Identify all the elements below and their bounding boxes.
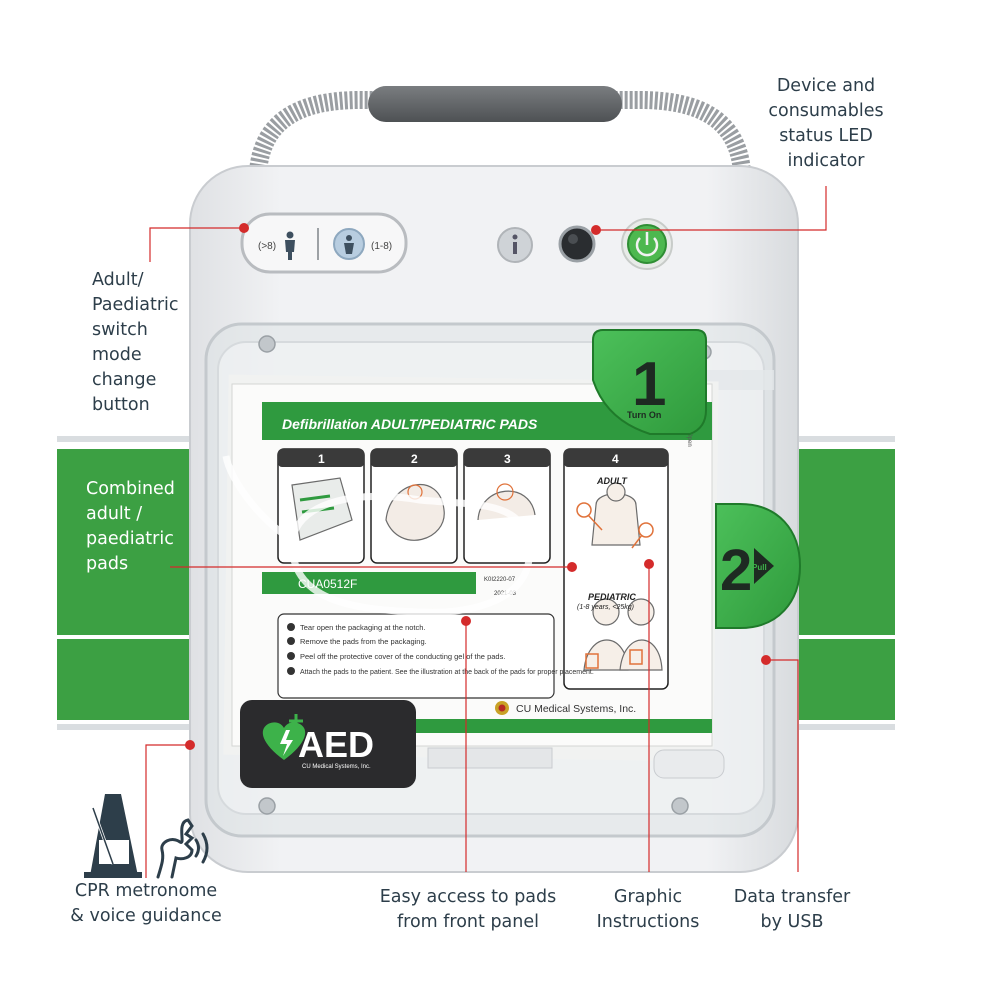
manufacturer-logo bbox=[495, 701, 509, 715]
adult-range-label: (>8) bbox=[258, 241, 276, 252]
usb-label: Data transfer by USB bbox=[733, 887, 851, 932]
turn-on-tab[interactable] bbox=[592, 329, 707, 435]
package-manufacturer: CU Medical Systems, Inc. bbox=[516, 703, 636, 715]
child-range-label: (1-8) bbox=[371, 241, 392, 252]
pediatric-detail: (1-8 years, <25kg) bbox=[577, 604, 634, 611]
package-open-edge: Open bbox=[686, 432, 692, 447]
switch-button-label: Adult/ Paediatric switch mode change but… bbox=[92, 270, 179, 415]
placement-markers bbox=[576, 502, 654, 669]
side-latch[interactable] bbox=[653, 749, 725, 779]
instruction-bullets bbox=[287, 623, 295, 675]
step-4-number: 4 bbox=[612, 452, 619, 466]
step-2-number: 2 bbox=[411, 452, 418, 466]
pull-number: 2 bbox=[720, 538, 752, 603]
heart-bolt-icon bbox=[262, 714, 306, 760]
callout-dots bbox=[185, 223, 771, 750]
adult-label: ADULT bbox=[596, 476, 628, 486]
carry-handle[interactable] bbox=[249, 86, 751, 174]
pull-arrow-icon bbox=[754, 548, 774, 584]
graphic-instructions-label: Graphic Instructions bbox=[596, 887, 700, 932]
step-headers bbox=[278, 449, 668, 467]
instruction-2: Remove the pads from the packaging. bbox=[300, 637, 427, 646]
lot-number: K0I2220-07 bbox=[484, 577, 516, 583]
step-1-number: 1 bbox=[318, 452, 325, 466]
info-icon[interactable] bbox=[497, 227, 533, 263]
easy-access-label: Easy access to pads from front panel bbox=[379, 887, 557, 932]
aed-badge bbox=[240, 700, 416, 788]
step-illustrations bbox=[291, 477, 663, 671]
pads-title: Defibrillation ADULT/PEDIATRIC PADS bbox=[282, 416, 538, 432]
turn-on-number: 1 bbox=[632, 350, 666, 419]
aed-badge-maker: CU Medical Systems, Inc. bbox=[302, 764, 371, 770]
power-icon[interactable] bbox=[621, 218, 673, 270]
instruction-3: Peel off the protective cover of the con… bbox=[300, 652, 505, 661]
step-3-number: 3 bbox=[504, 452, 511, 466]
pediatric-label: PEDIATRIC bbox=[588, 592, 636, 602]
pad-cable bbox=[222, 455, 533, 616]
pull-label: Pull bbox=[752, 563, 767, 572]
instruction-4: Attach the pads to the patient. See the … bbox=[300, 669, 594, 676]
instruction-1: Tear open the packaging at the notch. bbox=[300, 623, 426, 632]
adult-paediatric-switch[interactable] bbox=[240, 212, 408, 274]
model-strip bbox=[262, 572, 476, 594]
pads-tray bbox=[427, 747, 553, 769]
callout-lines bbox=[145, 186, 827, 878]
status-led bbox=[558, 225, 596, 263]
turn-on-label: Turn On bbox=[627, 410, 661, 420]
status-led-label: Device and consumables status LED indica… bbox=[768, 76, 884, 171]
voice-guidance-icon bbox=[156, 818, 209, 879]
aed-badge-text: AED bbox=[298, 724, 374, 765]
metronome-icon bbox=[84, 794, 142, 878]
cpr-label: CPR metronome & voice guidance bbox=[70, 881, 222, 926]
combined-pads-label: Combined adult / paediatric pads bbox=[86, 479, 175, 574]
